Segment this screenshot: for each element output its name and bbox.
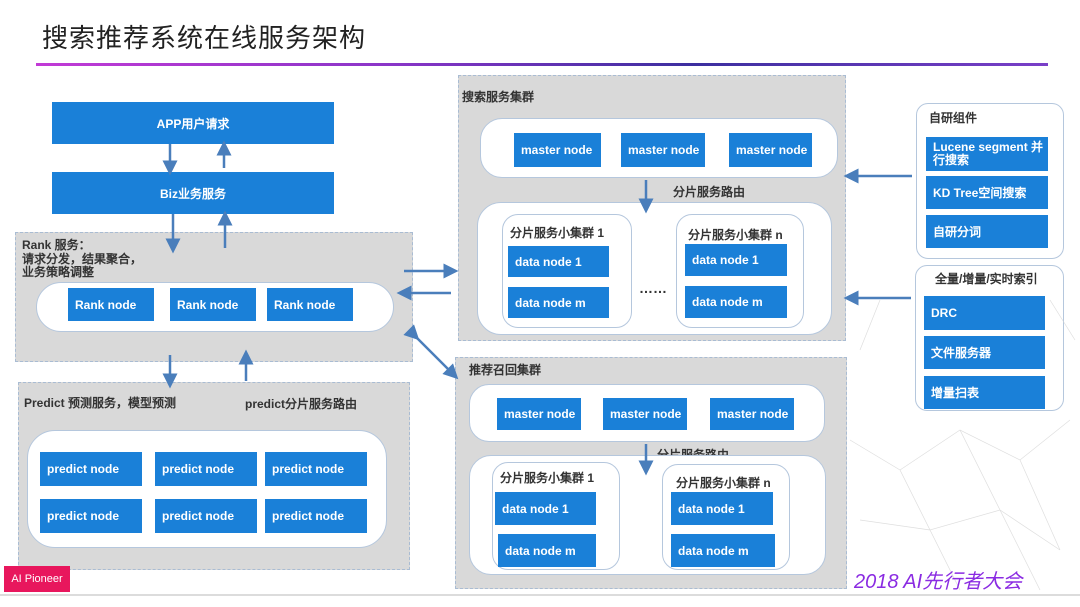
predict-route-label: predict分片服务路由 [245,397,358,411]
data-node: data node 1 [495,492,596,525]
predict-node: predict node [265,499,367,533]
predict-service-title: Predict 预测服务，模型预测 [24,396,177,410]
master-node: master node [497,398,581,430]
self-dev-segmenter-box: 自研分词 [926,215,1048,248]
data-node: data node m [508,287,609,318]
network-decoration [849,299,1076,591]
title-divider [36,63,1048,66]
data-node: data node m [498,534,596,567]
arrow-rank-recommend [403,324,459,380]
rank-service-desc-2: 业务策略调整 [22,265,95,279]
biz-service-box: Biz业务服务 [52,172,334,214]
master-node: master node [729,133,812,167]
page-title: 搜索推荐系统在线服务架构 [42,24,367,54]
predict-node: predict node [155,452,257,486]
master-node: master node [514,133,601,167]
rank-node: Rank node [170,288,256,321]
predict-node: predict node [155,499,257,533]
search-cluster-title: 搜索服务集群 [462,90,535,104]
search-shard-group-1-title: 分片服务小集群 1 [510,226,605,240]
rank-service-desc-1: 请求分发，结果聚合， [22,252,143,266]
data-node: data node m [685,286,787,318]
predict-node: predict node [40,499,142,533]
app-request-box: APP用户请求 [52,102,334,144]
data-node: data node 1 [508,246,609,277]
data-node: data node m [671,534,775,567]
footer-divider [0,594,1080,596]
conference-brand: 2018 AI先行者大会 [854,571,1023,593]
search-ellipsis: …… [639,280,667,296]
search-shard-group-n-title: 分片服务小集群 n [688,228,783,242]
master-node: master node [710,398,794,430]
data-node: data node 1 [685,244,787,276]
recommend-shard-group-1-title: 分片服务小集群 1 [500,471,595,485]
self-dev-title: 自研组件 [929,111,978,125]
recommend-cluster-title: 推荐召回集群 [469,363,542,377]
rank-service-title: Rank 服务： [22,238,91,252]
predict-node: predict node [265,452,367,486]
search-route-label: 分片服务路由 [673,185,746,199]
lucene-segment-box: Lucene segment 并行搜索 [926,137,1048,171]
kd-tree-box: KD Tree空间搜索 [926,176,1048,209]
predict-node: predict node [40,452,142,486]
data-node: data node 1 [671,492,773,525]
incremental-scan-box: 增量扫表 [924,376,1045,409]
master-node: master node [603,398,687,430]
drc-box: DRC [924,296,1045,330]
ai-pioneer-badge: AI Pioneer [4,566,70,592]
index-title: 全量/增量/实时索引 [935,272,1038,286]
file-server-box: 文件服务器 [924,336,1045,369]
master-node: master node [621,133,705,167]
rank-node: Rank node [68,288,154,321]
rank-node: Rank node [267,288,353,321]
recommend-shard-group-n-title: 分片服务小集群 n [676,476,771,490]
